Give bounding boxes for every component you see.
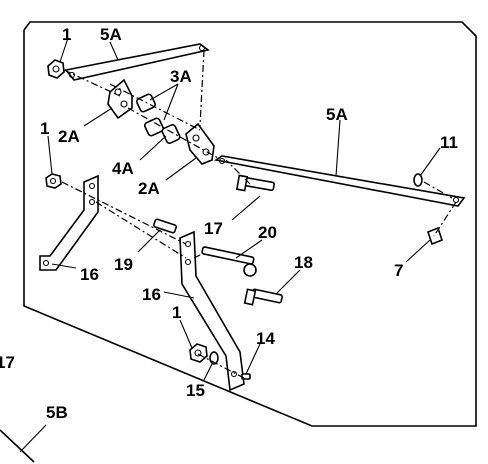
plate-2a-mid — [185, 122, 215, 165]
label-16-lower: 16 — [142, 285, 161, 304]
bracket-5a-top — [64, 43, 210, 81]
washer-11 — [413, 173, 423, 187]
alignment-lines — [61, 49, 457, 379]
label-1-mid: 1 — [40, 119, 49, 138]
label-19: 19 — [114, 255, 133, 274]
nut-1-top — [47, 59, 65, 79]
label-16-left: 16 — [80, 265, 99, 284]
label-1-top: 1 — [62, 25, 71, 44]
plate-2a-top — [107, 78, 133, 120]
bushing-4a — [161, 123, 181, 145]
bolt-18 — [243, 288, 283, 306]
label-5a-top: 5A — [100, 25, 122, 44]
leader-5b — [19, 424, 47, 453]
link-5b-edge — [0, 429, 35, 463]
bracket-16-lower — [179, 230, 245, 392]
bracket-16-left — [39, 174, 99, 271]
label-17-mid: 17 — [204, 219, 223, 238]
label-14: 14 — [256, 329, 275, 348]
nut-1-mid — [45, 173, 62, 189]
leader-lines — [47, 37, 441, 381]
pin-19 — [153, 218, 177, 234]
label-11: 11 — [440, 133, 458, 152]
label-4a: 4A — [112, 159, 134, 178]
bolt-7 — [427, 226, 443, 246]
label-2a-mid: 2A — [138, 179, 160, 198]
label-20: 20 — [258, 223, 277, 242]
label-15: 15 — [186, 381, 205, 400]
label-1-bottom: 1 — [172, 303, 181, 322]
bolt-17-mid — [235, 174, 275, 192]
nut-1-bottom — [189, 343, 208, 363]
panel-border — [23, 21, 477, 427]
label-3a: 3A — [170, 67, 192, 86]
spacer-3a-lower — [143, 117, 165, 137]
label-7: 7 — [394, 261, 403, 280]
label-2a-top: 2A — [58, 127, 80, 146]
label-5b: 5B — [46, 403, 68, 422]
label-5a-right: 5A — [326, 105, 348, 124]
pin-20 — [201, 246, 257, 277]
label-18: 18 — [294, 253, 313, 272]
label-17-edge: 17 — [0, 353, 15, 372]
